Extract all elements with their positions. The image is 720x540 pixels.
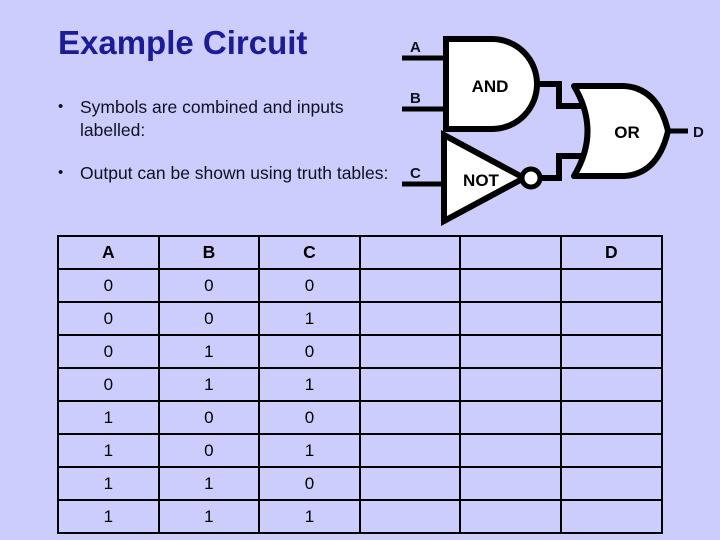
cell-blank-1 [358, 268, 462, 303]
cell-c: 1 [258, 367, 361, 402]
cell-blank-1 [358, 367, 462, 402]
cell-b: 0 [157, 301, 261, 336]
column-header-d: D [559, 235, 663, 270]
cell-b: 0 [157, 433, 261, 468]
table-header-row: A B C D [57, 235, 663, 270]
cell-a: 1 [57, 466, 160, 501]
bullet-list: • Symbols are combined and inputs labell… [58, 96, 393, 205]
cell-blank-1 [358, 466, 462, 501]
input-label-b: B [410, 90, 421, 107]
column-header-c: C [258, 235, 361, 270]
cell-b: 0 [157, 268, 261, 303]
cell-blank-1 [358, 400, 462, 435]
cell-d [559, 301, 663, 336]
cell-blank-1 [358, 301, 462, 336]
list-item-text: Symbols are combined and inputs labelled… [80, 97, 344, 141]
cell-b: 1 [157, 466, 261, 501]
cell-a: 0 [57, 268, 160, 303]
cell-c: 1 [258, 499, 361, 534]
bullet-marker-icon: • [58, 98, 64, 115]
not-gate-bubble-icon [519, 166, 543, 190]
wire-not-to-or [540, 153, 586, 181]
table-row: 1 0 1 [57, 433, 663, 468]
list-item-text: Output can be shown using truth tables: [80, 163, 389, 184]
cell-b: 1 [157, 367, 261, 402]
cell-d [559, 334, 663, 369]
input-label-c: C [410, 165, 421, 182]
output-label-d: D [693, 124, 704, 141]
truth-table-body: 0 0 0 0 0 1 0 1 0 [57, 268, 663, 534]
column-header-blank-2 [459, 235, 562, 270]
cell-a: 0 [57, 301, 160, 336]
list-item: • Symbols are combined and inputs labell… [58, 96, 393, 142]
and-gate-shape [443, 36, 540, 132]
cell-blank-2 [459, 301, 562, 336]
cell-blank-2 [459, 499, 562, 534]
cell-b: 1 [157, 334, 261, 369]
cell-a: 0 [57, 334, 160, 369]
page-title: Example Circuit [58, 24, 308, 61]
cell-blank-2 [459, 268, 562, 303]
list-item: • Output can be shown using truth tables… [58, 162, 393, 185]
cell-blank-2 [459, 433, 562, 468]
table-row: 1 1 1 [57, 499, 663, 534]
cell-d [559, 400, 663, 435]
not-gate-label: NOT [463, 171, 500, 190]
cell-d [559, 499, 663, 534]
table-row: 1 1 0 [57, 466, 663, 501]
cell-a: 1 [57, 400, 160, 435]
cell-d [559, 433, 663, 468]
cell-d [559, 466, 663, 501]
cell-blank-2 [459, 334, 562, 369]
column-header-a: A [57, 235, 160, 270]
cell-c: 0 [258, 466, 361, 501]
cell-c: 1 [258, 301, 361, 336]
table-row: 0 0 1 [57, 301, 663, 336]
cell-a: 0 [57, 367, 160, 402]
cell-a: 1 [57, 499, 160, 534]
truth-table: A B C D 0 0 0 0 [57, 235, 663, 534]
cell-blank-2 [459, 367, 562, 402]
cell-b: 0 [157, 400, 261, 435]
and-gate-label: AND [472, 77, 509, 96]
cell-b: 1 [157, 499, 261, 534]
table-row: 0 1 0 [57, 334, 663, 369]
or-gate-shape [571, 83, 671, 179]
table-row: 0 0 0 [57, 268, 663, 303]
cell-c: 0 [258, 400, 361, 435]
bullet-marker-icon: • [58, 164, 64, 182]
cell-blank-1 [358, 433, 462, 468]
cell-blank-1 [358, 334, 462, 369]
circuit-svg: AND NOT OR A B C D [402, 36, 704, 226]
column-header-blank-1 [358, 235, 462, 270]
truth-table-container: A B C D 0 0 0 0 [57, 235, 663, 534]
cell-blank-1 [358, 499, 462, 534]
or-gate-label: OR [614, 123, 640, 142]
input-label-a: A [410, 39, 421, 56]
wire-and-to-or [537, 81, 586, 109]
cell-d [559, 367, 663, 402]
cell-c: 1 [258, 433, 361, 468]
cell-d [559, 268, 663, 303]
not-gate-shape [441, 129, 531, 226]
logic-circuit-diagram: AND NOT OR A B C D [396, 16, 706, 226]
column-header-b: B [157, 235, 261, 270]
cell-a: 1 [57, 433, 160, 468]
table-row: 0 1 1 [57, 367, 663, 402]
cell-blank-2 [459, 400, 562, 435]
cell-c: 0 [258, 334, 361, 369]
cell-c: 0 [258, 268, 361, 303]
table-row: 1 0 0 [57, 400, 663, 435]
cell-blank-2 [459, 466, 562, 501]
